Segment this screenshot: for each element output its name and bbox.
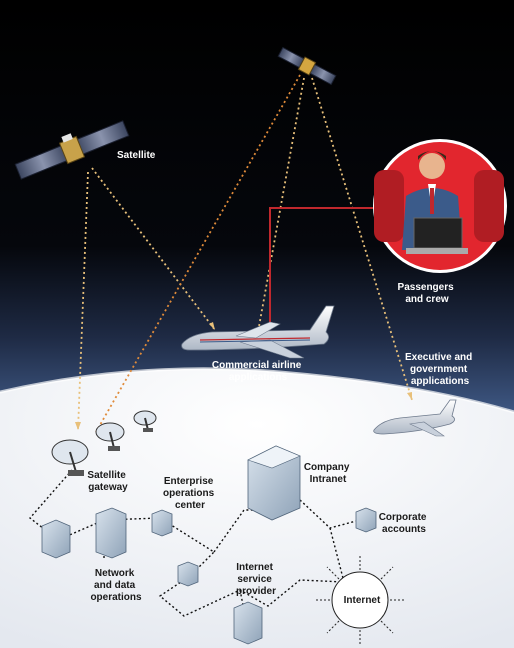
arrowhead: [209, 322, 215, 330]
satellite-label: Satellite: [117, 150, 156, 161]
commercial-airliner-icon: [181, 305, 335, 359]
executive-jet-icon: [373, 399, 457, 437]
satellite-dish-icon: [51, 439, 89, 476]
link-sat2-executive: [311, 77, 413, 401]
satellite-dish-icon: [133, 410, 157, 432]
company-intranet-building-icon: [247, 445, 301, 521]
link-sat1-gateway: [77, 171, 89, 431]
corporate-accounts-label: Corporate accounts: [379, 512, 430, 535]
internet-label: Internet: [344, 595, 381, 606]
isp-label: Internet service provider: [236, 562, 276, 597]
enterprise-operations-label: Enterprise operations center: [163, 476, 217, 511]
network-node-icon: [177, 561, 199, 587]
passenger-inset: [373, 139, 507, 273]
network-data-operations-label: Network and data operations: [90, 568, 142, 603]
company-intranet-label: Company Intranet: [304, 462, 352, 485]
passengers-label: Passengers and crew: [398, 282, 457, 305]
corporate-accounts-icon: [355, 507, 377, 533]
internet-service-provider-building-icon: [233, 601, 263, 645]
commercial-airline-label: Commercial airline applications: [212, 360, 304, 383]
satellite-links: [75, 74, 413, 433]
satellite-icon: [14, 120, 130, 180]
satellite-icon: [277, 46, 337, 86]
internet-burst-icon: [314, 554, 406, 646]
arrowhead: [75, 422, 81, 430]
enterprise-operations-center-icon: [151, 509, 173, 537]
link-sat2-commercial: [257, 77, 305, 333]
network-data-operations-building-icon: [95, 507, 127, 559]
satellite-gateway-label: Satellite gateway: [87, 470, 128, 493]
passenger-head: [419, 153, 445, 179]
satellite-dish-icon: [95, 422, 125, 451]
earth-horizon-glow: [0, 367, 514, 414]
laptop-icon: [413, 217, 463, 249]
network-node-icon: [41, 519, 71, 559]
passenger-link: [269, 207, 384, 330]
executive-government-label: Executive and government applications: [405, 352, 475, 387]
arrowhead: [407, 392, 412, 400]
link-sat2-gateway: [95, 74, 301, 433]
link-sat1-commercial: [91, 167, 216, 331]
